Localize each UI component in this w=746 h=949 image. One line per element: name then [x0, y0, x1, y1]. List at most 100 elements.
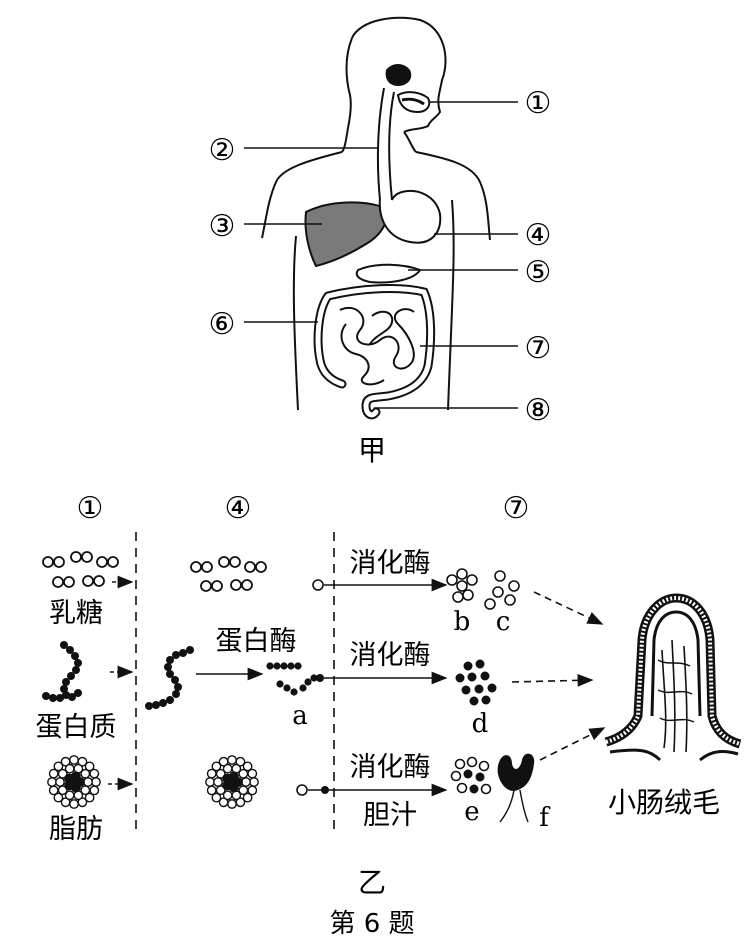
protein-chain-mouth — [42, 641, 82, 702]
fat-droplet-sphere — [227, 755, 237, 765]
fat-label: 脂肪 — [49, 814, 103, 845]
letter-a: a — [292, 701, 308, 731]
caption-jia: 甲 — [358, 434, 386, 467]
protein-chain-stomach — [145, 646, 194, 710]
protein-digest-arrow — [316, 671, 448, 685]
fat-droplet-sphere — [48, 785, 59, 796]
letter-e: e — [464, 797, 479, 827]
fat-droplet-core — [70, 778, 78, 786]
fat-droplet-sphere — [60, 797, 71, 808]
small-intestine — [339, 307, 415, 386]
label-jia-1: ① — [525, 86, 552, 121]
fat-droplet-sphere — [84, 792, 95, 803]
esophagus — [376, 87, 395, 201]
fat-droplet-stomach — [205, 755, 259, 809]
arrow-d-to-villus — [511, 673, 594, 687]
label-jia-5: ⑤ — [525, 255, 552, 290]
col-header-1: ① — [77, 491, 104, 526]
label-jia-6: ⑥ — [209, 307, 236, 342]
pancreas — [355, 263, 422, 284]
section-dividers — [135, 532, 335, 830]
fat-droplet-sphere — [57, 768, 68, 779]
label-jia-3: ③ — [209, 209, 236, 244]
fat-droplet-sphere — [241, 777, 251, 787]
fat-droplet-sphere — [238, 768, 249, 779]
peptide-a — [266, 662, 318, 696]
fat-droplet-sphere — [53, 761, 64, 772]
col-header-7: ⑦ — [503, 491, 530, 526]
letter-d: d — [472, 709, 489, 739]
fat-droplet-sphere — [84, 761, 95, 772]
label-jia-4: ④ — [525, 218, 552, 253]
fat-droplet-sphere — [55, 777, 65, 787]
labels-jia: ① ② ③ ④ ⑤ ⑥ ⑦ ⑧ — [209, 86, 552, 428]
fat-droplet-sphere — [91, 777, 101, 787]
liver — [304, 201, 388, 268]
villus-label: 小肠绒毛 — [608, 786, 720, 819]
label-jia-2: ② — [209, 133, 236, 168]
caption-yi: 乙 — [358, 866, 386, 899]
arrow-f-to-villus — [539, 727, 606, 761]
lactose-digest-arrow — [312, 578, 448, 592]
fat-droplet-sphere — [242, 792, 253, 803]
col-header-4: ④ — [225, 491, 252, 526]
label-jia-7: ⑦ — [525, 331, 552, 366]
column-headers: ① ④ ⑦ — [77, 491, 530, 526]
fat-droplet-sphere — [80, 785, 91, 796]
fat-droplet-sphere — [227, 799, 237, 809]
fat-droplet-sphere — [215, 768, 226, 779]
question-label: 第 6 题 — [329, 909, 414, 939]
leader-lines-jia — [244, 101, 518, 409]
mouth-pharynx — [385, 64, 431, 114]
lactose-molecules-stomach — [190, 556, 267, 592]
molecule-b — [446, 568, 478, 603]
fat-particle-e — [450, 756, 492, 795]
villus-illustration — [604, 593, 742, 762]
protein-label: 蛋白质 — [36, 712, 117, 743]
fat-droplet-sphere — [69, 799, 79, 809]
fat-droplet-sphere — [235, 756, 246, 767]
fat-droplet-mouth — [47, 755, 101, 809]
fat-droplet-sphere — [77, 756, 88, 767]
lactose-molecules-mouth — [42, 551, 119, 588]
fat-droplet-sphere — [211, 792, 222, 803]
enzyme-label-lactose: 消化酶 — [350, 548, 431, 579]
fat-droplet-sphere — [242, 761, 253, 772]
fat-droplet-sphere — [222, 763, 233, 774]
fat-digest-arrow — [296, 783, 448, 797]
fat-droplet-sphere — [64, 790, 75, 801]
fatty-acid-f — [497, 753, 535, 823]
body-silhouette — [261, 16, 491, 411]
fat-droplet-sphere — [205, 777, 215, 787]
fat-droplet-sphere — [249, 777, 259, 787]
fat-droplet-sphere — [83, 777, 93, 787]
fat-droplet-sphere — [222, 790, 233, 801]
fat-droplet-sphere — [80, 768, 91, 779]
fat-droplet-sphere — [206, 785, 217, 796]
molecule-c — [484, 570, 520, 610]
bile-label: 胆汁 — [363, 800, 417, 831]
letter-b: b — [454, 607, 471, 637]
fat-droplet-sphere — [213, 777, 223, 787]
fat-droplet-sphere — [218, 797, 229, 808]
letter-f: f — [539, 803, 551, 833]
fat-droplet-sphere — [247, 768, 258, 779]
enzyme-label-protein: 消化酶 — [350, 640, 431, 671]
amino-acids-d — [455, 659, 497, 706]
lactose-label: 乳糖 — [49, 598, 103, 629]
letter-c: c — [496, 607, 511, 637]
enzyme-label-fat: 消化酶 — [350, 752, 431, 783]
fat-droplet-sphere — [89, 768, 100, 779]
fat-droplet-sphere — [238, 785, 249, 796]
fat-droplet-sphere — [53, 792, 64, 803]
fat-droplet-sphere — [69, 755, 79, 765]
fat-droplet-core — [228, 778, 236, 786]
fat-droplet-sphere — [211, 761, 222, 772]
fat-droplet-sphere — [47, 777, 57, 787]
arrow-c-to-villus — [533, 591, 604, 625]
stomach — [378, 190, 442, 244]
fat-droplet-sphere — [64, 763, 75, 774]
pepsin-label: 蛋白酶 — [216, 626, 297, 657]
label-jia-8: ⑧ — [525, 393, 552, 428]
